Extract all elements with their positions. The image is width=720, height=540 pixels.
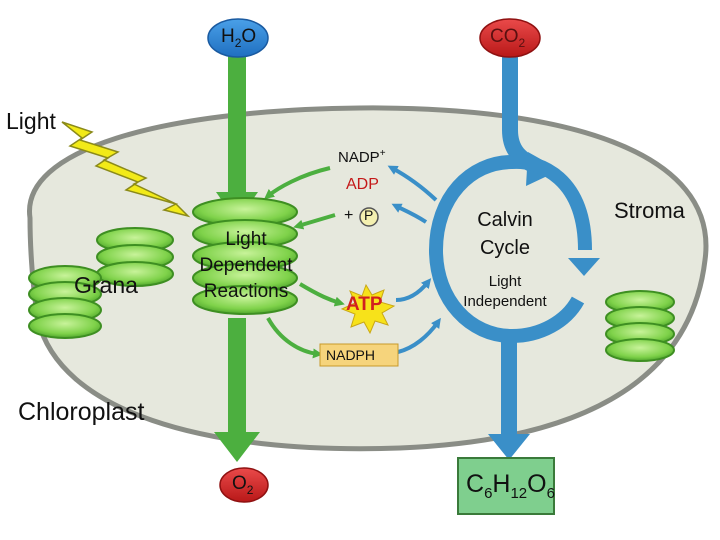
nadp-plus-label: NADP+ bbox=[338, 148, 386, 166]
granum-left-back bbox=[96, 227, 174, 287]
plus-sign: + bbox=[344, 207, 354, 224]
glucose-box bbox=[457, 457, 555, 515]
phosphate-label: P bbox=[364, 207, 374, 223]
adp-return-arrow bbox=[293, 213, 336, 230]
co2-label: CO2 bbox=[490, 26, 526, 50]
o2-node bbox=[219, 467, 269, 503]
granum-left-front bbox=[28, 265, 102, 339]
light-dependent-reactions-label: Light Dependent Reactions bbox=[199, 229, 293, 302]
light-label: Light bbox=[6, 108, 56, 134]
light-independent-label: Light Independent bbox=[463, 273, 547, 310]
nadph-to-calvin-arrow bbox=[397, 317, 441, 354]
stroma-label: Stroma bbox=[614, 198, 685, 223]
granum-right bbox=[605, 290, 675, 362]
adp-label: ADP bbox=[346, 176, 379, 193]
calvin-cycle-ring bbox=[428, 154, 600, 344]
nadph-box bbox=[319, 343, 399, 367]
h2o-label: H2O bbox=[221, 26, 257, 50]
nadph-label: NADPH bbox=[326, 347, 376, 363]
glucose-output-arrow bbox=[488, 330, 530, 460]
h2o-node bbox=[207, 18, 269, 58]
chloroplast-label: Chloroplast bbox=[18, 398, 145, 426]
calvin-to-adp-arrow bbox=[391, 203, 428, 224]
lightning-icon bbox=[61, 121, 191, 218]
granum-center bbox=[192, 197, 298, 315]
atp-to-calvin-arrow bbox=[395, 278, 432, 302]
grana-label: Grana bbox=[74, 272, 138, 298]
glucose-label: C6H12O6 bbox=[466, 470, 555, 502]
calvin-to-nadp-arrow bbox=[387, 165, 438, 202]
ldr-to-nadph-arrow bbox=[266, 317, 323, 359]
co2-node bbox=[479, 18, 541, 58]
o2-label: O2 bbox=[232, 473, 254, 497]
phosphate-circle bbox=[359, 207, 379, 227]
atp-burst-icon bbox=[340, 283, 396, 335]
nadp-return-arrow bbox=[264, 166, 331, 200]
calvin-cycle-label: Calvin Cycle bbox=[477, 209, 533, 259]
ldr-to-atp-arrow bbox=[298, 282, 345, 307]
atp-label: ATP bbox=[346, 294, 383, 315]
